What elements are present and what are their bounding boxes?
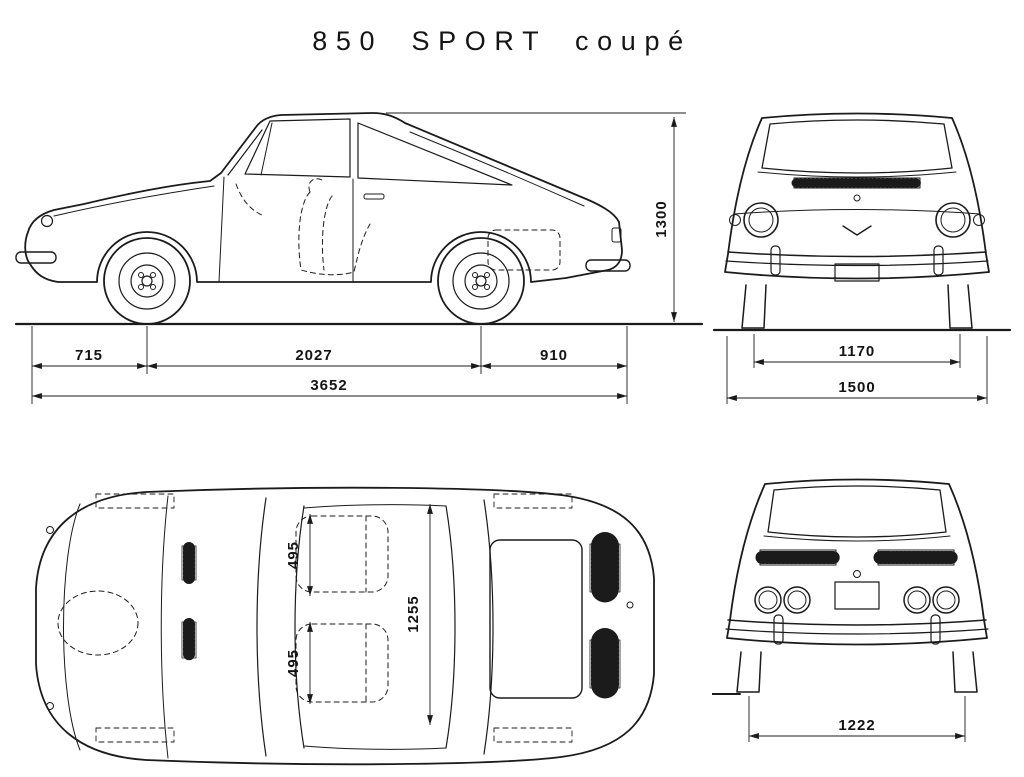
- tail-light-side: [611, 227, 622, 243]
- top-view-dimensions: [307, 504, 433, 725]
- front-wheels: [741, 284, 973, 329]
- chevron-emblem: [842, 225, 872, 236]
- spare-wheel-hidden: [57, 590, 139, 656]
- tail-lights: [754, 586, 960, 614]
- front-view-drawing: [712, 112, 1012, 332]
- license-plate-front: [834, 263, 880, 282]
- rear-wheel: [437, 237, 525, 325]
- vent-window-divider: [260, 122, 273, 176]
- engine-lid: [489, 539, 583, 699]
- front-panel-contour: [63, 503, 81, 751]
- dim-label-cabin-length: 1255: [405, 595, 422, 632]
- cowl-line: [757, 171, 957, 178]
- front-bumper-lower: [725, 260, 989, 267]
- dim-label-front-seat-width: 495: [285, 541, 302, 569]
- hood-crease: [53, 185, 215, 217]
- rear-bumper-lower: [725, 628, 989, 635]
- rear-view: 1222: [712, 478, 989, 742]
- door-handle: [363, 193, 385, 200]
- top-body-outline: [35, 486, 655, 766]
- roof-rail-bottom: [303, 745, 447, 750]
- deck-line: [763, 535, 951, 542]
- dim-label-overall-width: 1500: [838, 379, 875, 396]
- bumper-guard-rear-right: [930, 614, 941, 645]
- beltline: [733, 209, 981, 215]
- side-view: 715 2027 910 3652 1300: [14, 112, 704, 404]
- rear-view-dimensions: [748, 696, 966, 742]
- rear-window-arc: [445, 505, 456, 749]
- roof-rail-top: [303, 504, 447, 509]
- front-bumper: [727, 251, 987, 258]
- windshield-top-arc: [294, 505, 305, 749]
- windshield-base-arc: [256, 497, 267, 757]
- headlight-left: [743, 202, 779, 238]
- side-view-dimensions: [31, 112, 686, 404]
- front-bumper-side: [15, 251, 57, 264]
- dim-label-front-overhang: 715: [75, 347, 103, 364]
- rear-window: [767, 485, 947, 538]
- bumper-guard-left: [770, 245, 781, 276]
- dim-label-front-track: 1170: [839, 343, 876, 360]
- page-title: 850 SPORT coupé: [312, 26, 692, 56]
- fastback-arc: [483, 499, 494, 755]
- top-view-drawing: [35, 486, 655, 766]
- wheels-hidden: [95, 493, 573, 743]
- rear-bumper-side: [585, 259, 631, 272]
- top-view: 495 495 1255: [35, 486, 655, 766]
- rear-body-outline: [726, 478, 988, 646]
- door-window: [244, 118, 351, 178]
- park-light-right: [973, 214, 985, 226]
- front-wheel: [103, 237, 191, 325]
- dim-label-rear-seat-width: 495: [285, 649, 302, 677]
- dim-label-wheelbase: 2027: [295, 347, 332, 364]
- door-front-cut: [218, 176, 225, 283]
- front-view: 1170 1500: [712, 112, 1012, 404]
- trunk-seam: [160, 495, 169, 759]
- rear-wheels: [736, 651, 978, 693]
- quarter-window: [357, 122, 513, 186]
- marker-light-top: [46, 526, 54, 534]
- fastback-crease: [409, 131, 585, 207]
- headlight-side: [40, 214, 54, 228]
- rear-view-drawing: [712, 478, 989, 695]
- bumper-guard-rear-left: [773, 614, 784, 645]
- dim-label-overall-height: 1300: [653, 200, 670, 237]
- rear-bumper: [727, 619, 987, 626]
- front-body-outline: [724, 112, 990, 280]
- car-body-outline: [24, 112, 623, 283]
- seats-hidden: [295, 515, 389, 703]
- dim-label-overall-length: 3652: [310, 377, 347, 394]
- bumper-guard-right: [933, 245, 944, 276]
- windshield: [227, 129, 263, 176]
- dim-label-rear-track: 1222: [838, 717, 875, 734]
- rear-emblem: [853, 570, 861, 578]
- license-plate-rear: [834, 581, 880, 610]
- front-view-dimensions: [726, 334, 988, 404]
- dim-label-rear-overhang: 910: [540, 347, 568, 364]
- hood-emblem: [853, 194, 861, 202]
- interior-hidden-lines: [235, 178, 561, 276]
- park-light-left: [729, 214, 741, 226]
- marker-light-bottom: [46, 702, 54, 710]
- front-windshield: [761, 119, 953, 174]
- fuel-cap: [626, 601, 634, 609]
- side-view-drawing: [14, 112, 704, 326]
- headlight-right: [935, 202, 971, 238]
